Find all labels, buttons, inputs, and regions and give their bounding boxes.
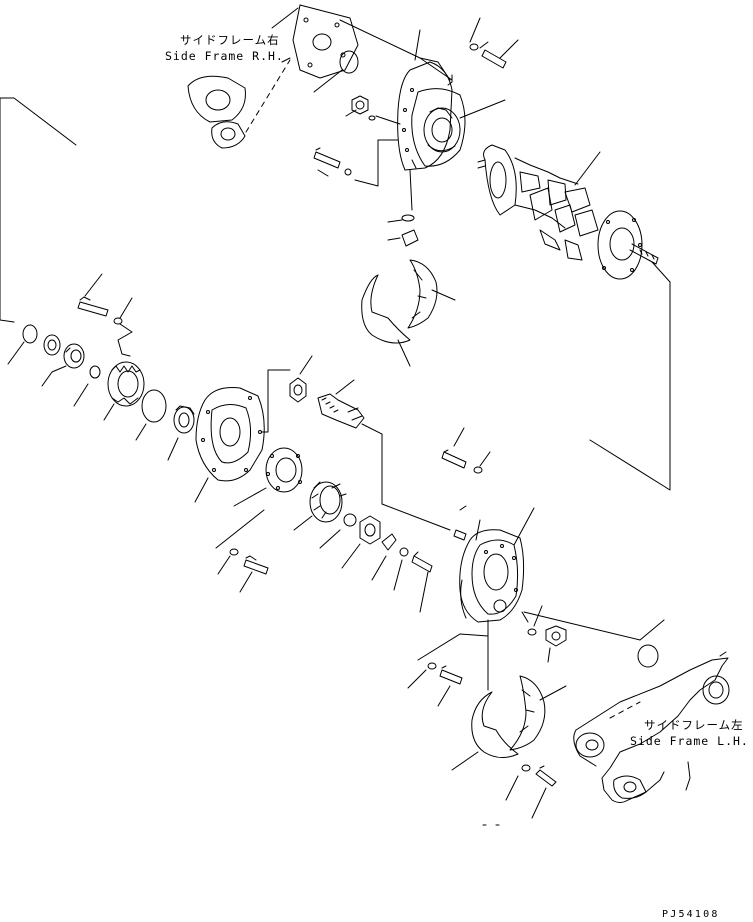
axle-assembly [477,144,659,280]
washer-bottom [521,764,531,772]
bolt-lower-2 [441,449,483,474]
bolt-upper-1 [469,41,507,69]
bearing-1 [63,343,85,369]
o-ring-2 [89,365,101,379]
nut-mid [173,405,195,434]
bolt-mid-left [77,296,123,325]
o-ring-small [401,214,415,222]
plug-small [401,229,419,247]
bolt-lower-3 [427,662,463,685]
side-frame-rh-label-jp: サイドフレーム右 [180,33,280,47]
lock-plate [381,533,397,551]
washer-mid [343,513,357,527]
nut-upper [351,95,376,121]
retainer-gear [107,361,145,407]
seal-1 [43,334,61,356]
bolt-lower-1 [411,551,433,573]
side-frame-rh-plate [292,4,359,79]
upper-shield-cover [361,259,438,344]
side-frame-rh-label-en: Side Frame R.H. [165,49,284,63]
leader-frame [0,97,77,146]
mid-cover-plate [195,387,265,482]
lower-shield-cover [471,675,546,758]
upper-gear-housing [397,61,466,171]
side-frame-lh-label-jp: サイドフレーム左 [644,718,744,732]
pinion-shaft [317,393,365,429]
bolt-mid-2 [229,548,269,575]
plug-lh [637,644,659,668]
nut-lower [545,625,567,647]
side-frame-lh-label-en: Side Frame L.H. [630,734,749,748]
bearing-cup [265,447,303,493]
bolt-upper-2 [313,147,352,176]
drawing-code: PJ54108 [662,909,720,920]
o-ring-lower [527,628,537,636]
washer-lower-1 [399,547,409,557]
side-frame-rh-boss [187,75,246,149]
plug-disc [339,50,359,74]
leader [414,29,421,61]
spline-nut [359,515,381,545]
centerline [245,59,291,133]
o-ring-1 [22,324,38,344]
side-frame-lh [573,644,730,803]
roller-bearing [309,481,347,523]
dowel-pin [453,529,467,541]
lower-gear-housing [459,529,525,623]
nut-mid-2 [289,377,307,403]
bolt-bottom [535,765,557,787]
o-ring-3 [141,389,167,423]
